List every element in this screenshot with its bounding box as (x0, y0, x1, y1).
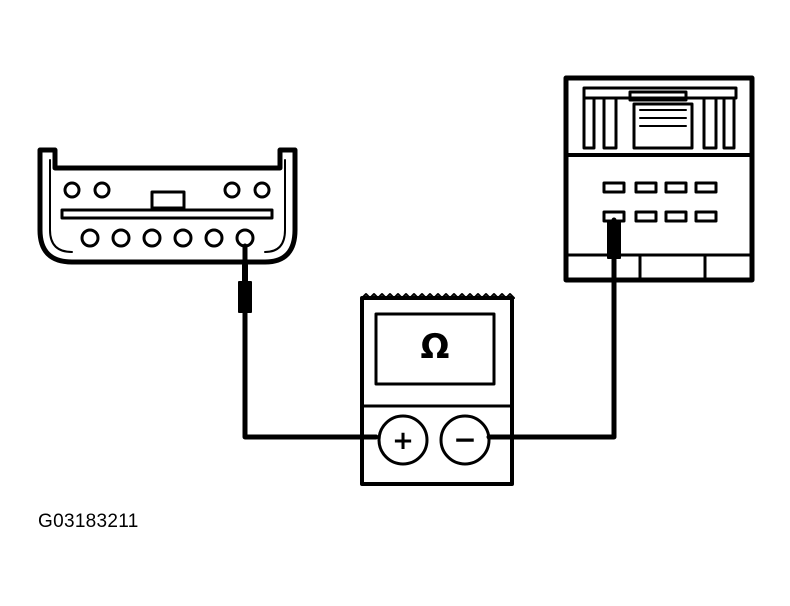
figure-reference-code: G03183211 (38, 511, 139, 532)
left-connector (37, 147, 298, 265)
right-connector (563, 75, 755, 283)
meter-display (374, 312, 496, 386)
positive-terminal (377, 414, 429, 466)
ohm-symbol: Ω (421, 327, 450, 367)
ohmmeter (360, 293, 515, 486)
minus-sign: − (453, 423, 476, 456)
negative-test-lead (486, 217, 621, 440)
positive-test-lead (238, 243, 379, 440)
negative-terminal (439, 414, 491, 466)
plus-sign: + (392, 426, 414, 456)
